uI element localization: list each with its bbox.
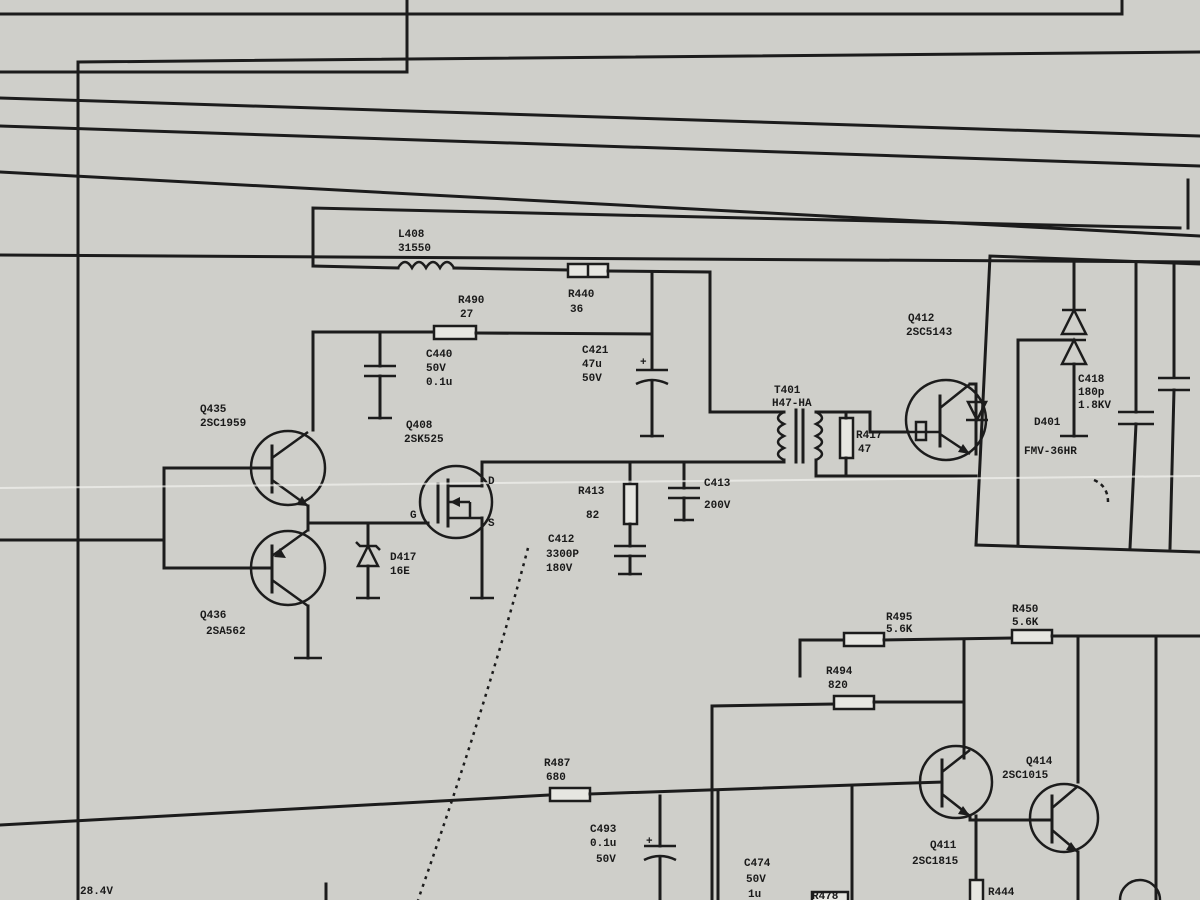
label-r487-ref: R487 [544,758,570,770]
label-r417-value: 47 [858,444,871,456]
label-c440-value: 0.1u [426,377,452,389]
label-r490-value: 27 [460,309,473,321]
mosfet-q408 [418,464,494,540]
label-c412-voltage: 180V [546,563,573,575]
label-r478-ref: R478 [812,891,839,900]
label-q436-type: 2SA562 [206,626,246,638]
label-r487-value: 680 [546,772,566,784]
resistor-r444 [968,878,985,900]
label-c440-ref: C440 [426,349,452,361]
resistor-r490 [432,324,478,341]
label-c421-ref: C421 [582,345,609,357]
label-c413-voltage: 200V [704,500,731,512]
label-c412-ref: C412 [548,534,574,546]
label-q414-ref: Q414 [1026,756,1053,768]
label-r494-ref: R494 [826,666,853,678]
resistor-r450 [1010,628,1054,645]
label-t401-value: H47-HA [772,398,812,410]
capacitor-c493: + [643,794,677,900]
label-c474-voltage: 50V [746,874,766,886]
label-c474-ref: C474 [744,858,771,870]
label-r444-ref: R444 [988,887,1015,899]
label-r440-value: 36 [570,304,583,316]
label-pin-drain: D [488,476,495,488]
resistor-r495 [842,631,886,648]
label-q435-type: 2SC1959 [200,418,246,430]
resistor-r494 [832,694,876,711]
label-c440-voltage: 50V [426,363,446,375]
capacitor-c413 [668,460,700,522]
paper-crease [0,475,1200,489]
label-r440-ref: R440 [568,289,594,301]
capacitor-c412 [614,544,646,576]
label-q435-ref: Q435 [200,404,227,416]
label-c418-ref: C418 [1078,374,1105,386]
label-r495-ref: R495 [886,612,913,624]
label-pin-gate: G [410,510,417,522]
label-c474-value: 1u [748,889,761,900]
label-r450-value: 5.6K [1012,617,1039,629]
label-r450-ref: R450 [1012,604,1038,616]
label-q414-type: 2SC1015 [1002,770,1049,782]
label-q408-ref: Q408 [406,420,433,432]
label-q412-ref: Q412 [908,313,934,325]
diode-d401 [1059,262,1089,438]
fold-line [416,547,530,900]
label-d417-type: 16E [390,566,410,578]
label-r490-ref: R490 [458,295,484,307]
label-d401-type: FMV-36HR [1024,446,1077,458]
capacitor-c421: + [635,357,669,438]
transformer-t401 [768,408,848,478]
label-c421-value: 47u [582,359,602,371]
label-r494-value: 820 [828,680,848,692]
svg-text:+: + [640,357,647,369]
component-labels: L408 31550 R440 36 R490 27 C440 50V 0.1u… [80,229,1111,900]
label-l408-value: 31550 [398,243,431,255]
capacitor-c418 [1118,410,1154,550]
transistor-q414 [1028,782,1100,854]
label-r417-ref: R417 [856,430,882,442]
label-r413-ref: R413 [578,486,605,498]
label-c418-value: 180p [1078,387,1105,399]
label-c493-value: 0.1u [590,838,616,850]
resistor-r478 [810,890,850,900]
resistor-r417 [838,416,855,460]
label-d401-ref: D401 [1034,417,1061,429]
label-supply-voltage: 28.4V [80,886,113,898]
label-q411-type: 2SC1815 [912,856,959,868]
label-c493-voltage: 50V [596,854,616,866]
label-t401-ref: T401 [774,385,801,397]
label-q436-ref: Q436 [200,610,226,622]
label-q412-type: 2SC5143 [906,327,953,339]
label-d417-ref: D417 [390,552,416,564]
capacitor-c440 [364,330,396,420]
label-r413-value: 82 [586,510,599,522]
label-c421-voltage: 50V [582,373,602,385]
label-l408-ref: L408 [398,229,425,241]
resistor-r487 [548,786,592,803]
label-r495-value: 5.6K [886,624,913,636]
label-c413-ref: C413 [704,478,731,490]
label-c412-value: 3300P [546,549,579,561]
resistor-r413 [622,482,639,526]
label-pin-source: S [488,518,495,530]
label-q411-ref: Q411 [930,840,957,852]
svg-text:+: + [646,836,653,848]
label-c493-ref: C493 [590,824,617,836]
label-c418-voltage: 1.8KV [1078,400,1111,412]
zener-diode-d417 [355,521,381,600]
inductor-l408 [311,260,570,272]
label-q408-type: 2SK525 [404,434,444,446]
